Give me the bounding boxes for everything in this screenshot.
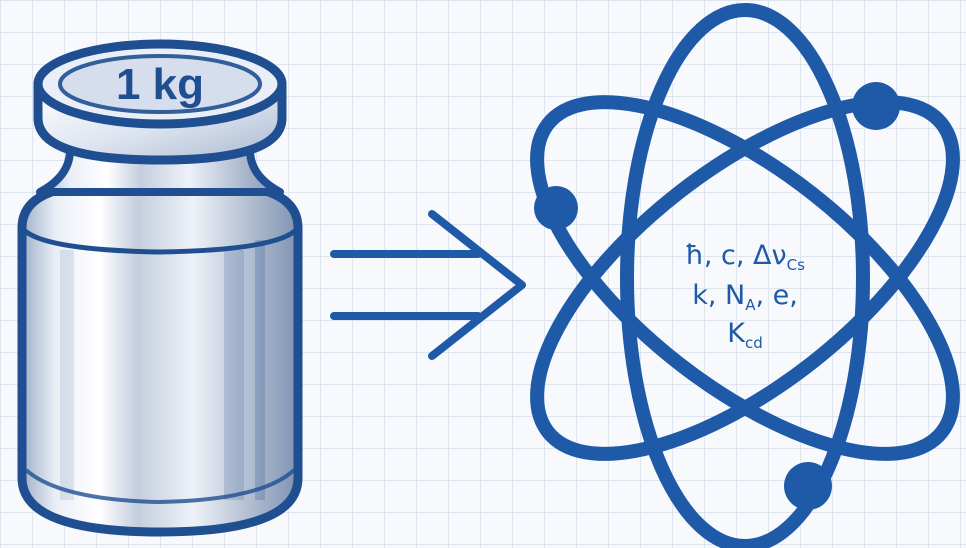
constants-line-2-suffix: , e, <box>755 280 797 311</box>
svg-text:ħ, c, ΔνCs: ħ, c, ΔνCs <box>685 240 805 274</box>
constants-line-1-subscript: Cs <box>787 256 805 274</box>
electron-left <box>534 186 578 230</box>
weight-label: 1 kg <box>116 60 204 109</box>
double-arrow-icon <box>334 214 522 356</box>
fundamental-constants: ħ, c, ΔνCs k, NA, e, Kcd <box>685 240 805 352</box>
constants-line-2: k, N <box>692 280 745 311</box>
constants-line-1: ħ, c, Δν <box>685 240 787 271</box>
kilogram-weight-icon: 1 kg <box>22 44 298 532</box>
constants-line-3: K <box>727 318 746 349</box>
electron-bottom <box>784 462 832 510</box>
orbit-vertical <box>627 10 863 546</box>
atom-icon: ħ, c, ΔνCs k, NA, e, Kcd <box>482 10 966 546</box>
svg-text:Kcd: Kcd <box>727 318 763 352</box>
svg-text:k, NA, e,: k, NA, e, <box>692 280 798 314</box>
constants-line-3-subscript: cd <box>745 334 763 352</box>
electron-top-right <box>852 82 900 130</box>
